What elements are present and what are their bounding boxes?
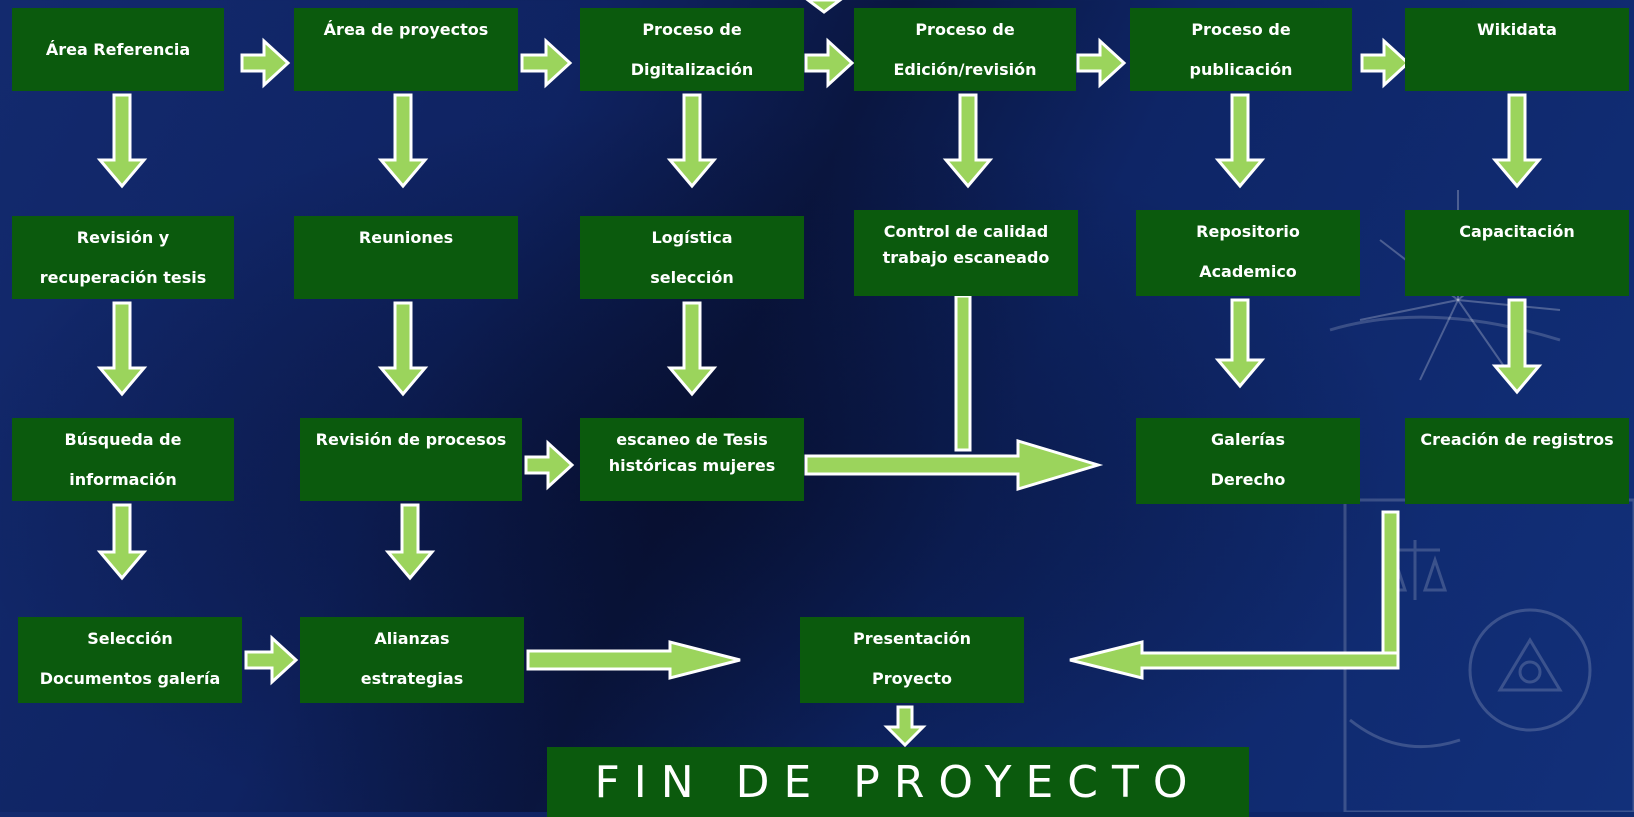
node-creacion-registros: Creación de registros — [1405, 418, 1629, 504]
node-label-line1: Proceso de — [915, 20, 1015, 39]
arrow-down — [942, 93, 994, 189]
node-logistica: Logística selección — [580, 216, 804, 299]
node-label-line2: recuperación tesis — [39, 268, 207, 287]
arrow-down — [1491, 93, 1543, 189]
arrow-down — [96, 503, 148, 581]
arrow-right — [1076, 37, 1127, 89]
node-label: Capacitación — [1459, 222, 1575, 241]
arrow-right — [804, 37, 855, 89]
node-revision-procesos: Revisión de procesos — [300, 418, 522, 501]
arrow-left — [1069, 640, 1400, 680]
node-label-line2: Derecho — [1210, 470, 1286, 489]
node-label: Creación de registros — [1420, 430, 1614, 449]
node-label: Área de proyectos — [323, 20, 489, 39]
arrow-down — [883, 705, 927, 748]
node-label-line1: Proceso de — [1191, 20, 1291, 39]
node-capacitacion: Capacitación — [1405, 210, 1629, 296]
arrow-down — [96, 93, 148, 189]
node-label: Área Referencia — [45, 39, 191, 59]
arrow-right — [1360, 37, 1411, 89]
node-label-line1: Búsqueda de — [64, 430, 182, 449]
node-alianzas: Alianzas estrategias — [300, 617, 524, 703]
node-repositorio: Repositorio Academico — [1136, 210, 1360, 296]
arrow-down — [1214, 298, 1266, 389]
node-label-line2: Academico — [1199, 262, 1297, 281]
arrow-connector-vertical — [954, 294, 972, 452]
node-label-line2: Digitalización — [630, 60, 754, 79]
node-label: Wikidata — [1477, 20, 1557, 39]
arrow-right — [520, 37, 573, 89]
arrow-down — [666, 93, 718, 189]
node-label-line1: Presentación — [852, 629, 972, 648]
node-label-line2: Edición/revisión — [893, 60, 1037, 79]
node-label-line2: selección — [650, 268, 734, 287]
node-label-line1: Galerías — [1211, 430, 1285, 449]
node-label: Reuniones — [358, 228, 454, 247]
node-label-line2: Proyecto — [871, 669, 952, 688]
node-label-line2: históricas mujeres — [608, 456, 776, 475]
node-area-referencia: Área Referencia — [12, 8, 224, 91]
node-busqueda: Búsqueda de información — [12, 418, 234, 501]
node-label-line1: Revisión y — [76, 228, 170, 247]
arrow-down — [1491, 298, 1543, 395]
node-label-line2: información — [69, 470, 177, 489]
node-label-line1: Repositorio — [1196, 222, 1300, 241]
fin-de-proyecto-banner: FIN DE PROYECTO — [547, 747, 1249, 817]
node-presentacion: Presentación Proyecto — [800, 617, 1024, 703]
node-revision-tesis: Revisión y recuperación tesis — [12, 216, 234, 299]
node-label-line1: Selección — [87, 629, 173, 648]
node-label: Revisión de procesos — [315, 430, 507, 449]
node-galerias: Galerías Derecho — [1136, 418, 1360, 504]
node-area-proyectos: Área de proyectos — [294, 8, 518, 91]
arrow-right — [804, 438, 1104, 492]
node-seleccion-documentos: Selección Documentos galería — [18, 617, 242, 703]
node-label-line1: Control de calidad — [883, 222, 1049, 241]
arrow-right — [526, 640, 741, 680]
arrow-down — [377, 301, 429, 397]
node-control-calidad: Control de calidad trabajo escaneado — [854, 210, 1078, 296]
node-label-line2: estrategias — [360, 669, 464, 688]
node-wikidata: Wikidata — [1405, 8, 1629, 91]
arrow-incoming-top — [805, 0, 843, 14]
node-label-line1: Logística — [651, 228, 733, 247]
arrow-right — [244, 634, 299, 686]
arrow-right — [240, 37, 291, 89]
node-proceso-publicacion: Proceso de publicación — [1130, 8, 1352, 91]
arrow-connector-elbow — [1381, 510, 1400, 670]
node-label-line1: Proceso de — [642, 20, 742, 39]
arrow-right — [524, 439, 575, 491]
arrow-down — [666, 301, 718, 397]
node-proceso-edicion: Proceso de Edición/revisión — [854, 8, 1076, 91]
arrow-down — [377, 93, 429, 189]
node-label-line2: trabajo escaneado — [882, 248, 1050, 267]
node-label-line1: Alianzas — [374, 629, 450, 648]
node-reuniones: Reuniones — [294, 216, 518, 299]
node-label-line1: escaneo de Tesis — [616, 430, 768, 449]
node-escaneo-tesis: escaneo de Tesis históricas mujeres — [580, 418, 804, 501]
node-label-line2: Documentos galería — [39, 669, 221, 688]
arrow-down — [1214, 93, 1266, 189]
node-label-line2: publicación — [1189, 60, 1293, 79]
arrow-down — [384, 503, 436, 581]
arrow-down — [96, 301, 148, 397]
node-proceso-digitalizacion: Proceso de Digitalización — [580, 8, 804, 91]
